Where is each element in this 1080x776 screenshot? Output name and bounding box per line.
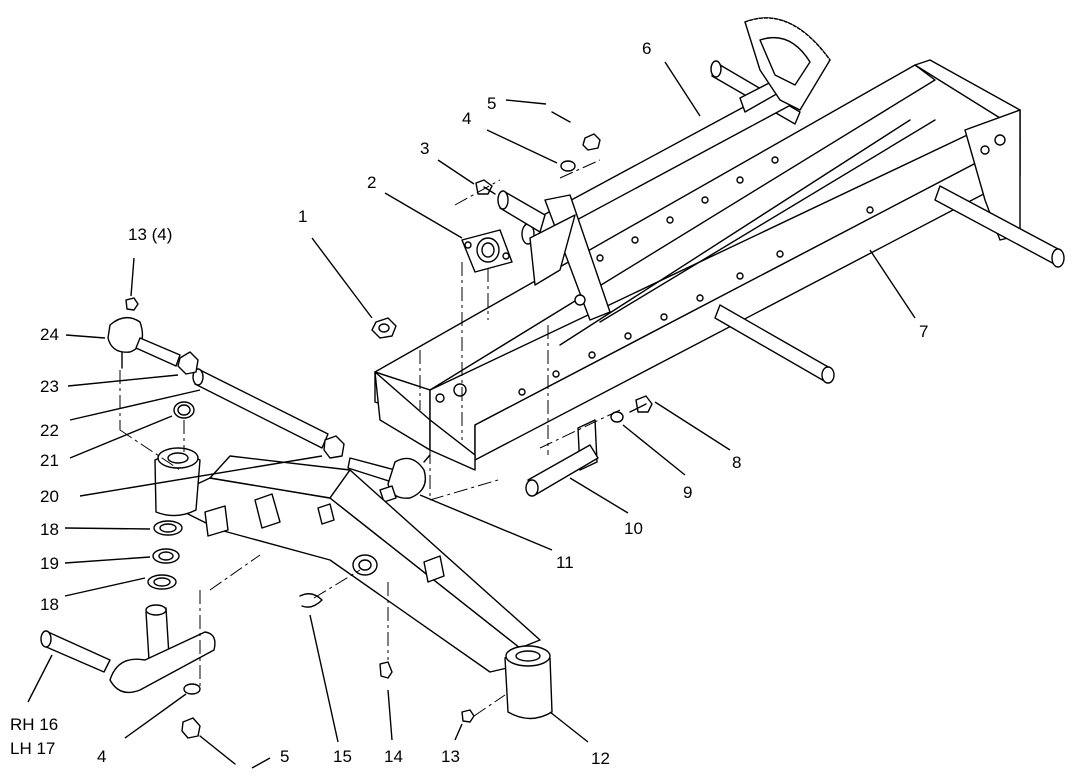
callout-7: 7 [919,322,928,341]
callout-8: 8 [732,453,741,472]
callout-19: 19 [40,554,59,573]
callout-18-upper: 18 [40,520,59,539]
callout-1: 1 [298,207,307,226]
callout-9: 9 [683,483,692,502]
main-frame [374,59,1065,471]
callout-5-top: 5 [487,94,496,113]
shaft-bushing [497,190,546,233]
lower-hardware [181,593,475,765]
callout-4-top: 4 [462,109,471,128]
callout-13-bottom: 13 [441,747,460,766]
callout-17-lh: LH 17 [10,739,55,758]
spindle [40,604,216,694]
callout-20: 20 [40,487,59,506]
kingpin-washers [147,401,195,590]
callout-labels: 1 2 3 4 5 6 7 8 9 10 11 12 13 (4) 13 14 … [10,39,928,768]
leader-lines [27,61,916,769]
assembly-centerlines [119,159,621,717]
callout-14: 14 [384,747,403,766]
callout-2: 2 [367,173,376,192]
top-castle-nut [551,111,601,172]
callout-13-qty4: 13 (4) [128,225,172,244]
callout-16-rh: RH 16 [10,715,58,734]
axle-pivot-parts [525,395,653,497]
flange-bearing [461,229,513,273]
callout-11: 11 [556,553,574,572]
callout-10: 10 [624,519,643,538]
callout-15: 15 [333,747,352,766]
hex-nut-1 [371,317,397,339]
tie-rod [107,297,431,503]
callout-12: 12 [591,749,610,768]
callout-6: 6 [642,39,651,58]
callout-5-bottom: 5 [280,747,289,766]
callout-22: 22 [40,421,59,440]
steering-shaft [521,17,831,321]
callout-24: 24 [40,325,59,344]
callout-21: 21 [40,451,59,470]
callout-3: 3 [420,139,429,158]
callout-4-bottom: 4 [97,747,106,766]
front-axle [154,447,553,720]
callout-23: 23 [40,377,59,396]
callout-18-lower: 18 [40,595,59,614]
